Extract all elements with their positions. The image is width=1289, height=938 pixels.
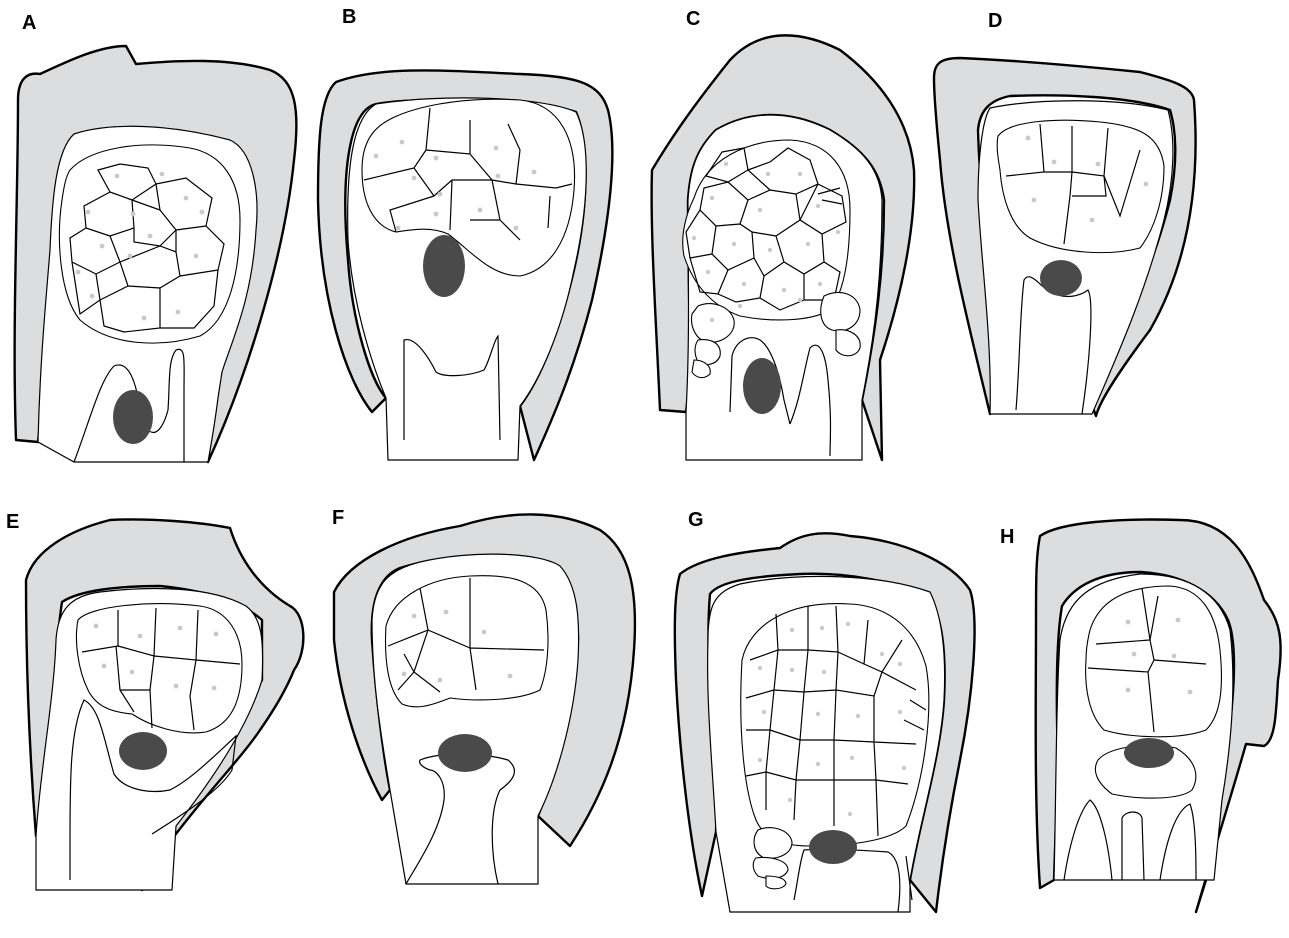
dark-body (1124, 738, 1174, 768)
panel-c (652, 35, 915, 460)
panel-h (1036, 520, 1281, 912)
side-cell-1 (754, 828, 792, 859)
side-cell-left (692, 304, 735, 343)
side-cell-right (821, 292, 860, 330)
panel-f (334, 514, 635, 884)
panel-e (26, 519, 303, 890)
dark-body (743, 358, 781, 414)
dark-body (119, 732, 167, 770)
dark-body (423, 235, 465, 297)
dark-body (113, 390, 153, 444)
panel-b (318, 70, 612, 460)
panel-g (675, 533, 975, 912)
panel-d (934, 58, 1196, 416)
panel-a (15, 46, 297, 462)
dark-body (809, 830, 857, 864)
cell-cluster (386, 576, 548, 707)
dark-body (1040, 260, 1082, 296)
dark-body (438, 734, 492, 772)
